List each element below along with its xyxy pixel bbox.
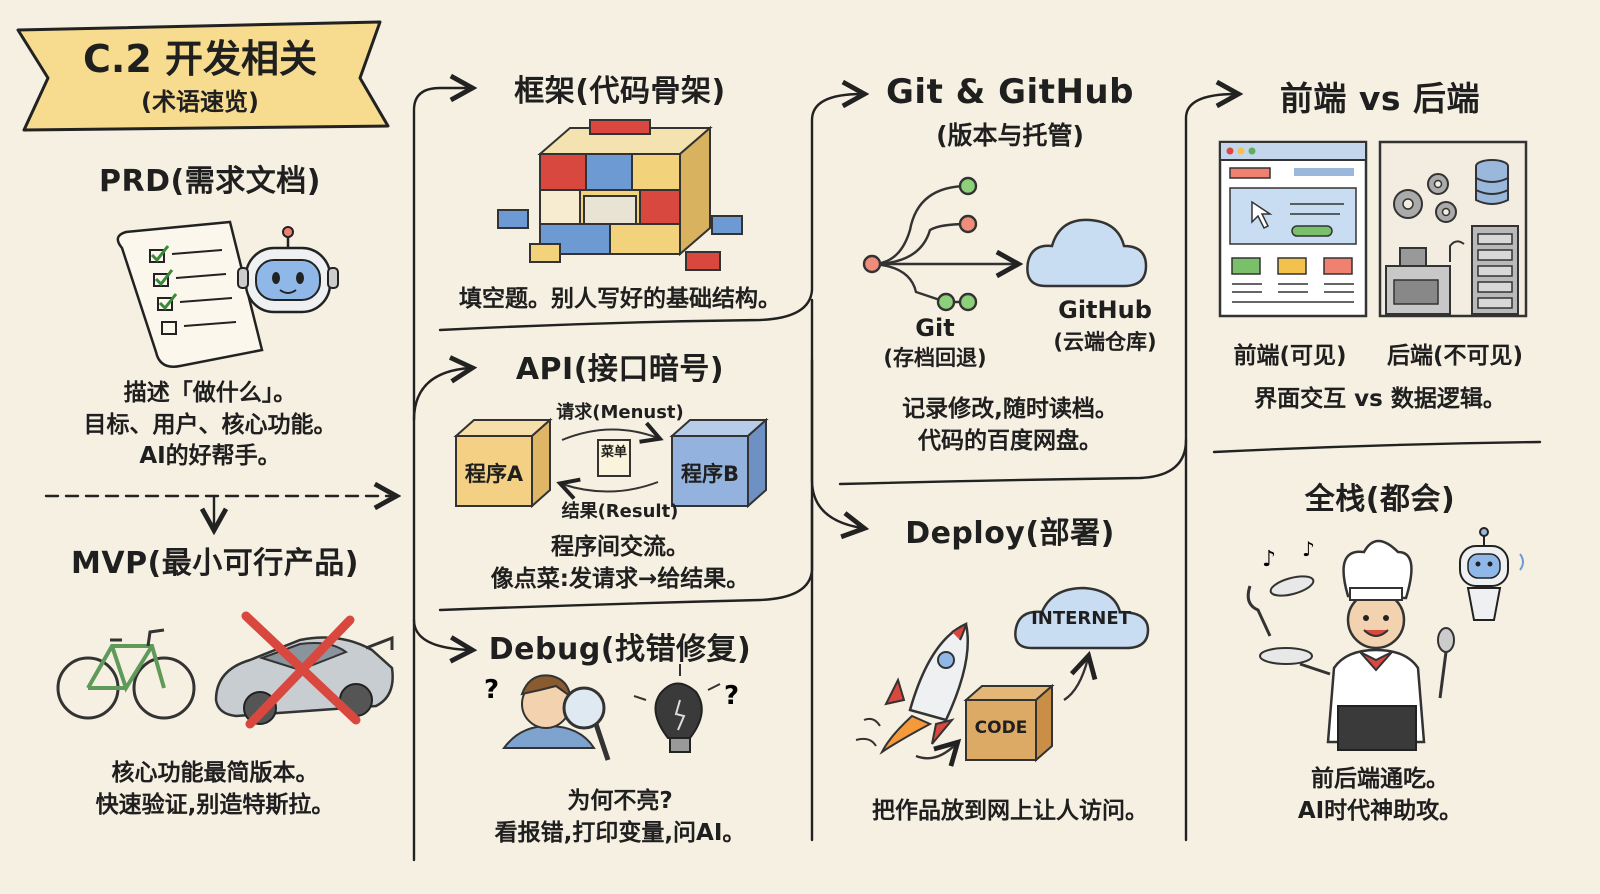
api-desc-line: 程序间交流。 (551, 534, 689, 560)
svg-text:?: ? (724, 681, 739, 711)
svg-text:♪: ♪ (1262, 547, 1276, 572)
arrow-to-git (438, 94, 862, 332)
prd-robot-icon (237, 226, 339, 314)
banner-ribbon (16, 20, 390, 132)
fullstack-desc-line: AI时代神助攻。 (1297, 797, 1463, 824)
github-cloud-icon (1026, 218, 1148, 288)
git-title: Git & GitHub (886, 72, 1134, 112)
debug-desc-line: 为何不亮? (567, 788, 673, 814)
mvp-desc-line: 快速验证,别造特斯拉。 (95, 791, 335, 818)
frontback-description: 界面交互 vs 数据逻辑。 (1254, 386, 1506, 412)
debug-description: 为何不亮? 看报错,打印变量,问AI。 (440, 786, 800, 849)
flow-lines (44, 88, 1542, 862)
fullstack-title: 全栈(都会) (1304, 482, 1456, 517)
prd-title: PRD(需求文档) (99, 164, 321, 199)
banner: C.2 开发相关 (术语速览) (30, 36, 370, 117)
line-api-to-git (438, 358, 814, 612)
backend-label: 后端(不可见) (1386, 343, 1524, 369)
code-box-icon (963, 683, 1055, 763)
lego-blocks-illustration (497, 119, 743, 271)
program-a-cube (453, 417, 553, 509)
banner-subtitle: (术语速览) (141, 88, 259, 116)
api-exchange-arrows (562, 429, 658, 491)
rocket-icon (855, 622, 969, 755)
fullstack-robot-icon (1459, 527, 1524, 621)
frontend-browser-window (1218, 140, 1368, 318)
program-b-cube (669, 417, 769, 509)
debug-person-magnifier-icon: ? (484, 674, 611, 761)
svg-text:♪: ♪ (1302, 537, 1315, 561)
arrow-to-api (412, 368, 470, 422)
api-desc-line: 像点菜:发请求→给结果。 (490, 565, 750, 592)
arrow-to-frontback (838, 94, 1236, 486)
backend-kitchen-panel (1378, 140, 1528, 318)
frontend-label: 前端(可见) (1233, 343, 1347, 369)
arrow-to-framework (412, 88, 470, 862)
git-desc-line: 代码的百度网盘。 (918, 427, 1102, 454)
frontback-title: 前端 vs 后端 (1279, 79, 1481, 118)
svg-text:?: ? (484, 675, 499, 705)
deploy-arrows (915, 658, 1088, 758)
mvp-title: MVP(最小可行产品) (71, 546, 359, 581)
framework-description: 填空题。别人写好的基础结构。 (459, 286, 781, 312)
prd-description: 描述「做什么」。 目标、用户、核心功能。 AI的好帮手。 (40, 378, 380, 473)
mvp-desc-line: 核心功能最简版本。 (111, 760, 319, 786)
git-sublabel: (存档回退) (883, 346, 987, 370)
prd-desc-line: 描述「做什么」。 (123, 380, 297, 406)
internet-label: INTERNET (1031, 608, 1131, 629)
framework-title: 框架(代码骨架) (514, 74, 726, 109)
api-result-label: 结果(Result) (561, 501, 679, 522)
banner-title: C.2 开发相关 (83, 37, 317, 81)
prd-desc-line: AI的好帮手。 (139, 443, 281, 470)
deploy-title: Deploy(部署) (905, 516, 1115, 551)
prd-desc-line: 目标、用户、核心功能。 (83, 411, 337, 438)
api-title: API(接口暗号) (515, 352, 725, 387)
code-label: CODE (974, 718, 1028, 738)
api-menu-label: 菜单 (600, 445, 627, 460)
git-desc-line: 记录修改,随时读档。 (902, 396, 1118, 422)
debug-desc-line: 看报错,打印变量,问AI。 (494, 819, 746, 846)
api-description: 程序间交流。 像点菜:发请求→给结果。 (440, 532, 800, 595)
github-sublabel: (云端仓库) (1053, 330, 1157, 354)
sports-car-icon (214, 635, 394, 725)
git-label: Git (915, 314, 955, 342)
divider-fullstack (1212, 440, 1542, 454)
mvp-description: 核心功能最简版本。 快速验证,别造特斯拉。 (40, 758, 390, 821)
git-description: 记录修改,随时读档。 代码的百度网盘。 (840, 394, 1180, 457)
deploy-description: 把作品放到网上让人访问。 (872, 798, 1148, 824)
git-subtitle: (版本与托管) (936, 121, 1084, 150)
fullstack-description: 前后端通吃。 AI时代神助攻。 (1210, 764, 1550, 827)
arrow-to-debug (412, 618, 470, 650)
program-a-label: 程序A (464, 462, 524, 486)
github-label: GitHub (1058, 296, 1152, 324)
api-request-label: 请求(Menust) (556, 402, 684, 423)
debug-title: Debug(找错修复) (488, 632, 752, 667)
git-branch-graph (862, 176, 1016, 312)
cross-out-icon (241, 611, 361, 729)
arrow-to-deploy (810, 298, 862, 528)
prd-document-illustration (116, 220, 264, 368)
bicycle-icon (56, 628, 196, 720)
program-b-label: 程序B (680, 462, 739, 486)
lightbulb-icon: ? (633, 664, 739, 753)
internet-cloud-icon (1014, 586, 1150, 650)
chef-icon: ♪ ♪ (1246, 537, 1455, 751)
fullstack-desc-line: 前后端通吃。 (1311, 766, 1449, 792)
